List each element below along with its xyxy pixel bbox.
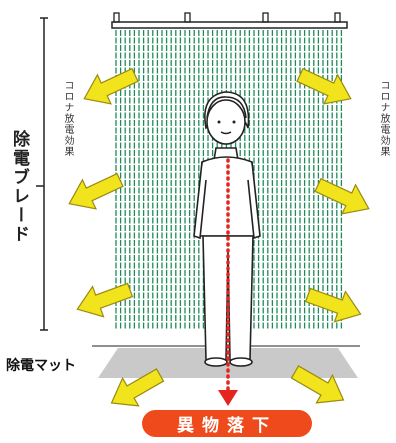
arrow-icon xyxy=(304,287,362,323)
arrow-icon xyxy=(76,282,134,318)
arrow-icon xyxy=(83,67,139,105)
arrow-group xyxy=(68,67,370,407)
result-badge: 異物落下 xyxy=(142,410,312,437)
curtain-rail xyxy=(111,12,348,29)
arrow-icon xyxy=(68,172,124,210)
corona-left-label: コロナ放電効果 xyxy=(62,80,73,157)
corona-right-label: コロナ放電効果 xyxy=(378,80,389,157)
arrow-icon xyxy=(314,177,370,215)
arrow-icon xyxy=(296,67,352,105)
arrow-down-icon xyxy=(218,390,238,406)
blade-label: 除電ブレード xyxy=(9,130,29,244)
arrow-icon xyxy=(110,368,165,407)
bracket xyxy=(36,17,48,331)
mat-label: 除電マット xyxy=(6,358,76,374)
arrow-icon xyxy=(290,365,345,404)
